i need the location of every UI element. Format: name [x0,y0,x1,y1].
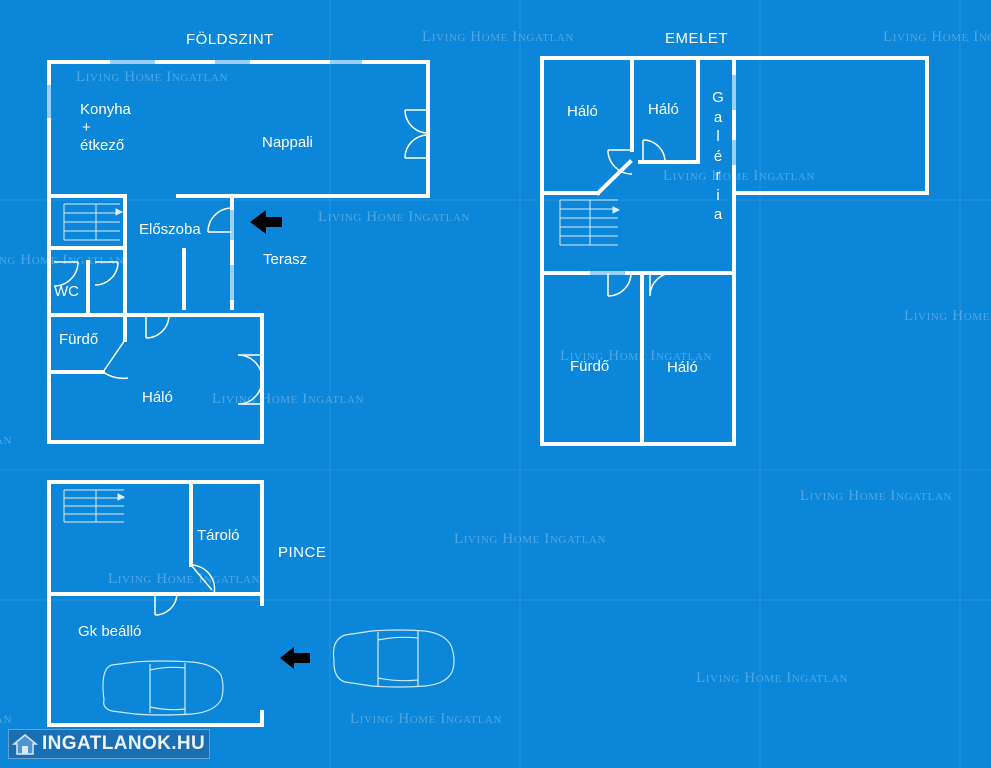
kitchen-label-line1: Konyha [80,101,131,118]
room-bedroom-upper-1: Háló [567,103,598,120]
kitchen-label-line2: + [82,119,91,136]
upper-floor-doors [607,139,674,297]
watermark: Living Home Ingatlan [350,711,503,727]
upper-floor-title: EMELET [665,30,729,47]
gallery-letter: r [715,167,721,184]
gallery-letter: a [713,206,723,223]
car-icon [102,660,224,716]
watermark: Living Home Ingatlan [454,531,607,547]
ground-floor-doors [53,109,429,405]
terrace-label: Terasz [263,251,308,268]
ground-floor-walls [47,60,430,444]
kitchen-label-line3: étkező [80,137,125,154]
room-garage: Gk beálló [78,623,142,640]
room-hall: Előszoba [139,221,201,238]
basement-walls [47,480,264,727]
gallery-letter: a [713,108,723,126]
ingatlanok-logo[interactable]: INGATLANOK.HU [8,729,210,759]
watermark: Living Home Ingatlan [883,29,991,45]
room-gallery: G a l é r i a [710,88,726,225]
watermark: Living Home Ingatlan [696,670,849,686]
watermark: Living Home Ingatlan [212,391,365,407]
watermark: Living Home Ingatlan [76,69,229,85]
gallery-letter: l [716,128,720,145]
watermark: Living Home Ingatlan [0,432,13,448]
watermark: Living Home Ingatlan [904,308,991,324]
room-bedroom-upper-2: Háló [648,101,679,118]
upper-floor-walls [540,56,929,446]
room-bedroom-upper-3: Háló [667,359,698,376]
basement-stairs [63,489,126,523]
gallery-letter: i [716,186,720,204]
ground-floor-title: FÖLDSZINT [186,31,274,48]
ground-floor-windows [47,60,362,300]
gallery-letter: G [712,89,724,106]
car-icon [332,629,455,688]
room-storage: Tároló [197,527,240,544]
basement-title: PINCE [278,544,327,561]
gallery-letter: é [713,147,723,165]
basement-doors [154,564,216,616]
watermark: Living Home Ingatlan [800,488,953,504]
ground-stairs [63,203,124,241]
room-kitchen: Konyha + étkező [80,101,140,155]
watermark: Living Home Ingatlan [318,209,471,225]
house-icon [12,734,38,755]
room-bathroom-ground: Fürdő [59,331,99,348]
entrance-arrow-icon [250,210,282,234]
watermark: Living Home Ingatlan [0,252,125,268]
room-bathroom-upper: Fürdő [570,358,610,375]
room-bedroom-ground: Háló [142,389,173,406]
room-wc: WC [54,283,79,300]
room-living: Nappali [262,134,313,151]
watermark: Living Home Ingatlan [108,571,261,587]
watermark: Living Home Ingatlan [422,29,575,45]
garage-arrow-icon [280,647,310,669]
watermark: Living Home Ingatlan [560,348,713,364]
watermark: Living Home Ingatlan [0,711,13,727]
watermark: Living Home Ingatlan [663,168,816,184]
logo-text: INGATLANOK.HU [42,733,206,754]
upper-stairs [559,199,621,246]
